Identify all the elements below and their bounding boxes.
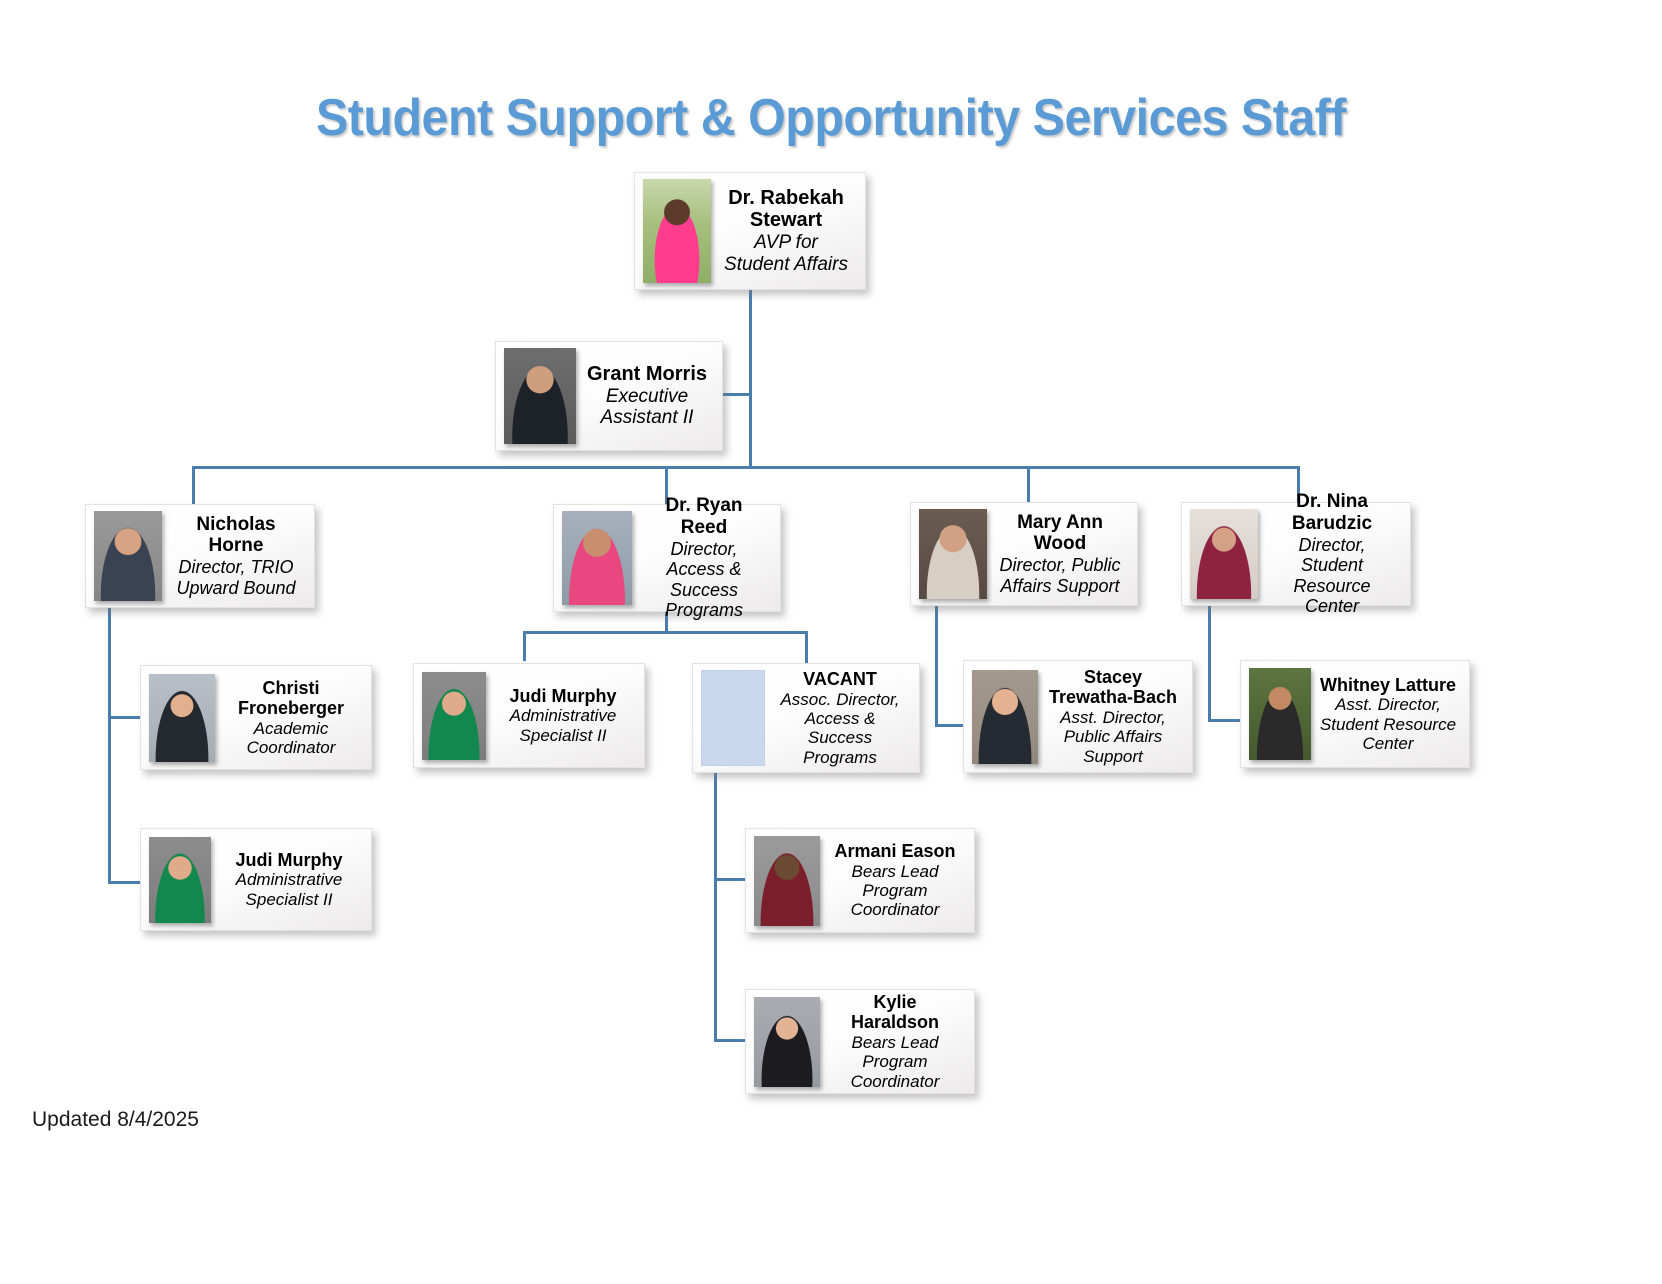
node-info-avp: Dr. Rabekah Stewart AVP for Student Affa… <box>711 187 857 276</box>
node-info-admin-specialist-access: Judi Murphy Administrative Specialist II <box>486 686 636 745</box>
avatar-judi-murphy-trio <box>149 836 211 923</box>
vacant-photo-placeholder <box>701 670 765 766</box>
node-title-public-affairs-asst: Asst. Director, Public Affairs Support <box>1060 707 1166 766</box>
node-info-bears-lead-2: Kylie Haraldson Bears Lead Program Coord… <box>820 992 966 1091</box>
node-name-public-affairs-director: Mary Ann Wood <box>1017 511 1103 555</box>
connector-drop-public-affairs <box>1027 466 1030 503</box>
node-name-admin-specialist-access: Judi Murphy <box>509 685 617 706</box>
node-card-exec-assistant[interactable]: Grant Morris Executive Assistant II <box>495 341 723 451</box>
node-card-bears-lead-2[interactable]: Kylie Haraldson Bears Lead Program Coord… <box>745 989 975 1094</box>
connector-drop-trio <box>192 466 195 506</box>
node-info-admin-specialist-trio: Judi Murphy Administrative Specialist II <box>211 850 363 909</box>
page-title: Student Support & Opportunity Services S… <box>315 89 1347 147</box>
node-name-admin-specialist-trio: Judi Murphy <box>235 849 343 870</box>
connector-trio-to-admin-specialist <box>108 881 151 884</box>
node-info-src-director: Dr. Nina Barudzic Director, Student Reso… <box>1258 491 1402 616</box>
node-card-public-affairs-asst[interactable]: Stacey Trewatha-Bach Asst. Director, Pub… <box>963 660 1193 773</box>
connector-avp-trunk <box>749 288 752 468</box>
avatar-armani-eason <box>754 835 820 926</box>
node-title-avp: AVP for Student Affairs <box>724 232 848 275</box>
node-card-src-director[interactable]: Dr. Nina Barudzic Director, Student Reso… <box>1181 491 1411 616</box>
connector-access-drop <box>665 610 668 632</box>
node-card-trio-director[interactable]: Nicholas Horne Director, TRIO Upward Bou… <box>85 504 315 608</box>
connector-src-to-asst <box>1208 719 1250 722</box>
node-title-admin-specialist-trio: Administrative Specialist II <box>235 870 343 909</box>
node-info-exec-assistant: Grant Morris Executive Assistant II <box>576 363 714 429</box>
node-title-assoc-director-vacant: Assoc. Director, Access & Success Progra… <box>780 689 900 767</box>
node-title-public-affairs-director: Director, Public Affairs Support <box>999 555 1121 596</box>
connector-vacant-to-bears-lead-2 <box>714 1039 758 1042</box>
avatar-ryan-reed <box>562 511 632 605</box>
node-card-src-asst[interactable]: Whitney Latture Asst. Director, Student … <box>1240 660 1470 768</box>
connector-trio-spine <box>108 606 111 884</box>
updated-timestamp: Updated 8/4/2025 <box>32 1108 199 1131</box>
node-card-academic-coordinator[interactable]: Christi Froneberger Academic Coordinator <box>140 665 372 770</box>
avatar-christi-froneberger <box>149 673 215 762</box>
avatar-nicholas-horne <box>94 511 162 601</box>
node-name-academic-coordinator: Christi Froneberger <box>237 677 345 719</box>
node-name-bears-lead-2: Kylie Haraldson <box>850 991 940 1033</box>
avatar-stacey-trewatha-bach <box>972 669 1038 764</box>
connector-access-bus <box>523 631 807 634</box>
node-title-academic-coordinator: Academic Coordinator <box>246 718 336 758</box>
node-info-public-affairs-director: Mary Ann Wood Director, Public Affairs S… <box>987 512 1129 596</box>
connector-src-spine <box>1208 606 1211 722</box>
connector-drop-admin-specialist-access <box>523 631 526 661</box>
node-info-public-affairs-asst: Stacey Trewatha-Bach Asst. Director, Pub… <box>1038 667 1184 766</box>
connector-drop-vacant <box>805 631 808 664</box>
node-title-trio-director: Director, TRIO Upward Bound <box>176 557 296 598</box>
avatar-mary-ann-wood <box>919 509 987 599</box>
node-info-academic-coordinator: Christi Froneberger Academic Coordinator <box>215 678 363 758</box>
node-info-src-asst: Whitney Latture Asst. Director, Student … <box>1311 675 1461 754</box>
node-card-admin-specialist-access[interactable]: Judi Murphy Administrative Specialist II <box>413 663 645 768</box>
node-title-admin-specialist-access: Administrative Specialist II <box>509 706 617 745</box>
node-title-src-director: Director, Student Resource Center <box>1293 534 1371 617</box>
avatar-judi-murphy-access <box>422 671 486 760</box>
node-name-bears-lead-1: Armani Eason <box>834 841 956 862</box>
connector-trio-to-academic-coordinator <box>108 716 151 719</box>
node-title-access-director: Director, Access & Success Programs <box>664 538 744 621</box>
avatar-kylie-haraldson <box>754 996 820 1087</box>
avatar-grant-morris <box>504 348 576 444</box>
connector-public-affairs-spine <box>935 606 938 727</box>
connector-drop-src <box>1297 466 1300 503</box>
node-card-public-affairs-director[interactable]: Mary Ann Wood Director, Public Affairs S… <box>910 502 1138 606</box>
node-name-public-affairs-asst: Stacey Trewatha-Bach <box>1048 666 1178 708</box>
node-name-src-director: Dr. Nina Barudzic <box>1291 491 1373 534</box>
node-info-assoc-director-vacant: VACANT Assoc. Director, Access & Success… <box>765 669 911 767</box>
connector-exec-assistant <box>722 393 752 396</box>
connector-vacant-spine <box>714 772 717 1042</box>
avatar-nina-barudzic <box>1190 509 1258 599</box>
node-card-assoc-director-vacant[interactable]: VACANT Assoc. Director, Access & Success… <box>692 663 920 773</box>
node-card-avp[interactable]: Dr. Rabekah Stewart AVP for Student Affa… <box>634 172 866 290</box>
node-name-trio-director: Nicholas Horne <box>196 513 276 557</box>
node-card-access-director[interactable]: Dr. Ryan Reed Director, Access & Success… <box>553 495 781 620</box>
node-info-access-director: Dr. Ryan Reed Director, Access & Success… <box>632 495 772 620</box>
connector-vacant-to-bears-lead-1 <box>714 878 758 881</box>
node-title-src-asst: Asst. Director, Student Resource Center <box>1319 695 1457 753</box>
node-info-bears-lead-1: Armani Eason Bears Lead Program Coordina… <box>820 841 966 920</box>
node-name-assoc-director-vacant: VACANT <box>803 669 877 689</box>
node-name-src-asst: Whitney Latture <box>1319 674 1456 695</box>
connector-main-bus <box>192 466 1300 469</box>
node-info-trio-director: Nicholas Horne Director, TRIO Upward Bou… <box>162 514 306 598</box>
node-name-exec-assistant: Grant Morris <box>586 362 708 385</box>
node-title-bears-lead-2: Bears Lead Program Coordinator <box>850 1032 940 1091</box>
connector-public-affairs-to-asst <box>935 724 975 727</box>
node-card-admin-specialist-trio[interactable]: Judi Murphy Administrative Specialist II <box>140 828 372 931</box>
connector-drop-access <box>665 466 668 506</box>
node-card-bears-lead-1[interactable]: Armani Eason Bears Lead Program Coordina… <box>745 828 975 933</box>
node-title-bears-lead-1: Bears Lead Program Coordinator <box>850 861 940 920</box>
node-title-exec-assistant: Executive Assistant II <box>600 385 694 429</box>
node-name-avp: Dr. Rabekah Stewart <box>728 186 844 232</box>
avatar-rabekah-stewart <box>643 179 711 283</box>
avatar-whitney-latture <box>1249 668 1311 760</box>
node-name-access-director: Dr. Ryan Reed <box>665 495 743 538</box>
